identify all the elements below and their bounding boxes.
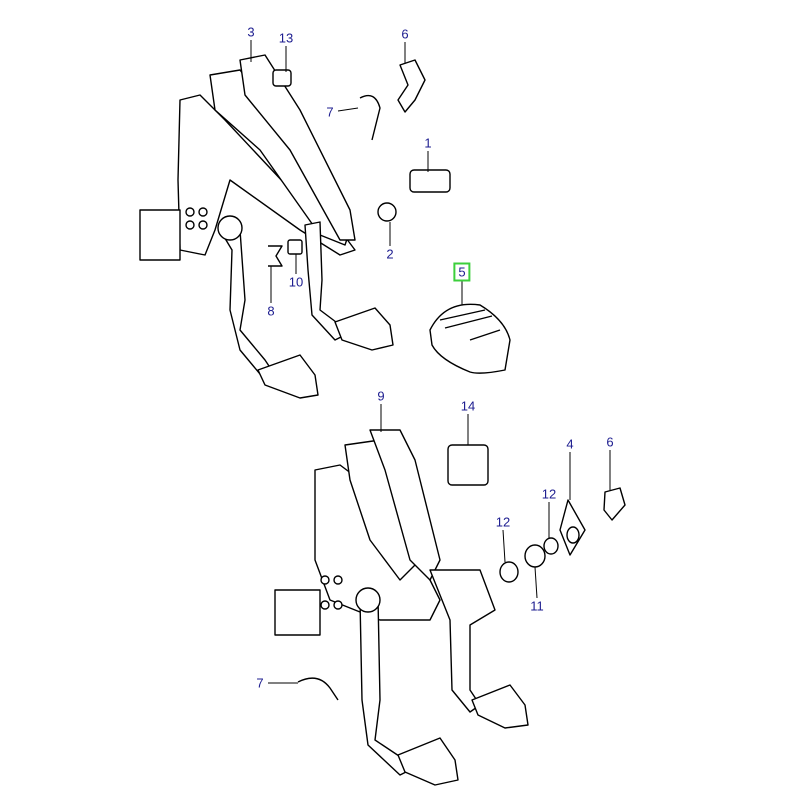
pedal-pad-part-5 (429, 303, 511, 374)
small-parts-lower (297, 444, 626, 701)
callout-2[interactable]: 2 (386, 246, 394, 262)
lower-pedal-bracket (274, 429, 441, 636)
callout-13[interactable]: 13 (278, 30, 294, 46)
callout-12-lower[interactable]: 12 (495, 514, 511, 530)
callout-10[interactable]: 10 (288, 274, 304, 290)
callout-6-lower[interactable]: 6 (606, 434, 614, 450)
upper-pedal-bracket (139, 54, 356, 261)
leader-lines (250, 40, 611, 684)
callout-12[interactable]: 12 (541, 486, 557, 502)
callout-1[interactable]: 1 (424, 135, 432, 151)
callout-4[interactable]: 4 (566, 436, 574, 452)
upper-pedal-left (217, 215, 319, 399)
lower-pedal-left (355, 587, 459, 786)
callout-11[interactable]: 11 (530, 598, 544, 614)
small-parts-upper (268, 59, 451, 267)
upper-pedal-right (304, 221, 394, 351)
callout-14[interactable]: 14 (460, 398, 476, 414)
callout-3[interactable]: 3 (247, 24, 255, 40)
callout-7[interactable]: 7 (326, 104, 334, 120)
lower-pedal-right (429, 569, 529, 729)
callout-6[interactable]: 6 (401, 26, 409, 42)
callout-7-lower[interactable]: 7 (256, 675, 264, 691)
callout-8[interactable]: 8 (267, 303, 275, 319)
callout-5-selected[interactable]: 5 (453, 262, 471, 282)
callout-9[interactable]: 9 (377, 388, 385, 404)
